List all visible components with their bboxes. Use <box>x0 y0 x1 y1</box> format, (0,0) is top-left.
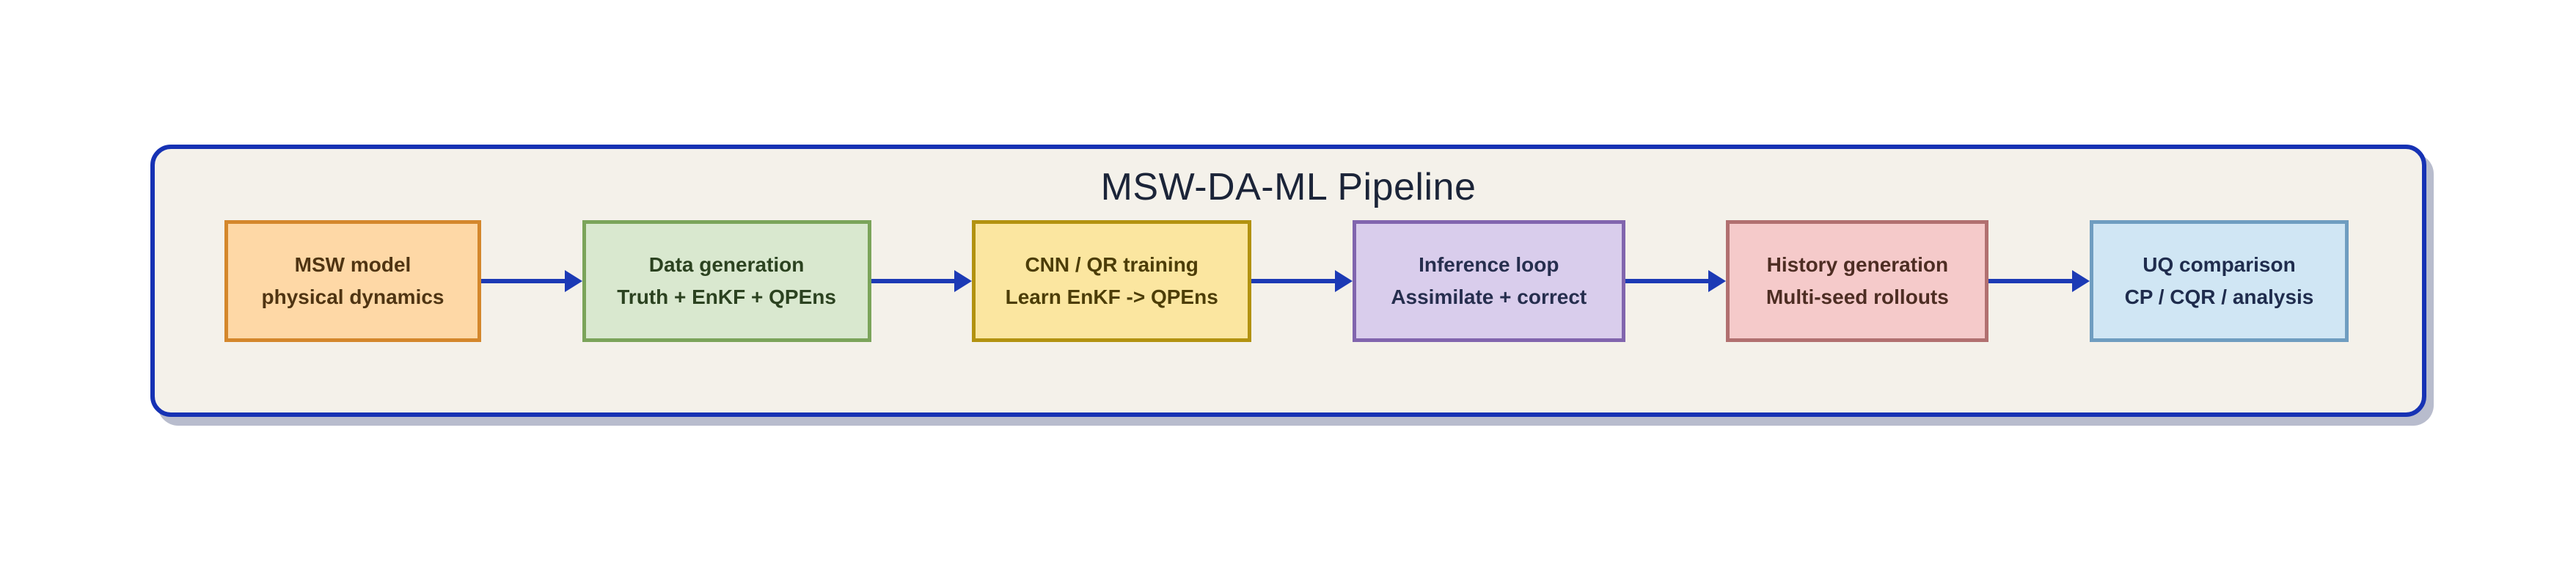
flow-arrow <box>871 269 973 293</box>
node-history-generation: History generation Multi-seed rollouts <box>1726 220 1989 342</box>
node-subtitle: Truth + EnKF + QPEns <box>617 286 836 308</box>
node-title: CNN / QR training <box>1025 253 1199 276</box>
pipeline-container: MSW-DA-ML Pipeline MSW model physical dy… <box>150 145 2426 417</box>
arrow-head-icon <box>1334 270 1353 292</box>
node-title: History generation <box>1766 253 1949 276</box>
arrow-shaft <box>871 279 958 283</box>
node-subtitle: Learn EnKF -> QPEns <box>1005 286 1218 308</box>
arrow-shaft <box>481 279 568 283</box>
node-subtitle: physical dynamics <box>261 286 444 308</box>
arrow-head-icon <box>954 270 973 292</box>
flow-arrow <box>1988 269 2090 293</box>
diagram-title: MSW-DA-ML Pipeline <box>1100 166 1477 208</box>
node-inference-loop: Inference loop Assimilate + correct <box>1352 220 1625 342</box>
arrow-shaft <box>1625 279 1712 283</box>
arrow-head-icon <box>564 270 582 292</box>
node-subtitle: CP / CQR / analysis <box>2124 286 2314 308</box>
arrow-head-icon <box>2071 270 2090 292</box>
node-title: Inference loop <box>1419 253 1559 276</box>
node-msw-model: MSW model physical dynamics <box>224 220 481 342</box>
node-subtitle: Assimilate + correct <box>1391 286 1587 308</box>
pipeline-row: MSW model physical dynamics Data generat… <box>224 220 2349 342</box>
arrow-shaft <box>1988 279 2075 283</box>
node-uq-comparison: UQ comparison CP / CQR / analysis <box>2089 220 2349 342</box>
node-subtitle: Multi-seed rollouts <box>1765 286 1949 308</box>
node-data-generation: Data generation Truth + EnKF + QPEns <box>582 220 871 342</box>
node-cnn-qr-training: CNN / QR training Learn EnKF -> QPEns <box>972 220 1252 342</box>
flow-arrow <box>1251 269 1353 293</box>
arrow-head-icon <box>1708 270 1727 292</box>
arrow-shaft <box>1251 279 1338 283</box>
node-title: Data generation <box>648 253 805 276</box>
node-title: MSW model <box>294 253 411 276</box>
flow-arrow <box>1625 269 1727 293</box>
node-title: UQ comparison <box>2143 253 2296 276</box>
flow-arrow <box>481 269 582 293</box>
